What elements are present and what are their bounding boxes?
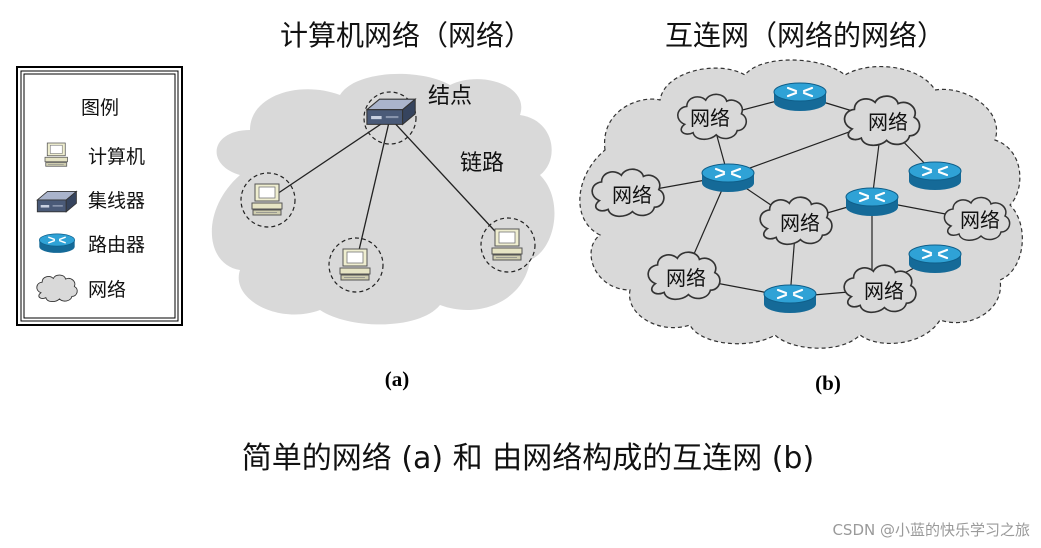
- network-label: 网络: [612, 183, 652, 207]
- legend-label-router: 路由器: [88, 234, 145, 256]
- legend-router-icon: [38, 233, 76, 254]
- network-label: 网络: [868, 110, 908, 134]
- diagram-a-node-label: 结点: [428, 84, 472, 109]
- watermark: CSDN @小蓝的快乐学习之旅: [832, 521, 1030, 539]
- legend-hub-icon: [36, 190, 77, 213]
- legend-label-computer: 计算机: [88, 146, 145, 168]
- diagram-a-computer-icon-1: [251, 183, 283, 216]
- diagram-b-title: 互连网（网络的网络）: [665, 19, 945, 52]
- figure-caption: 简单的网络 (a) 和 由网络构成的互连网 (b): [242, 441, 814, 476]
- legend-label-hub: 集线器: [88, 190, 145, 212]
- router-icon: [907, 160, 963, 192]
- diagram-a-title: 计算机网络（网络）: [280, 19, 532, 52]
- diagram-a-computer-icon-3: [491, 228, 523, 261]
- router-icon: [844, 186, 900, 218]
- network-label: 网络: [960, 208, 1000, 232]
- diagram-b: 网络 网络 网络 网络 网络 网络 网络 (b): [579, 59, 1023, 395]
- network-label: 网络: [666, 266, 706, 290]
- diagram-a-link-label: 链路: [460, 151, 504, 176]
- network-label: 网络: [864, 279, 904, 303]
- diagram-a: 结点 链路 (a): [211, 73, 555, 391]
- router-icon: [700, 162, 756, 194]
- router-icon: [907, 243, 963, 275]
- diagram-b-caption: (b): [815, 371, 841, 395]
- network-label: 网络: [690, 106, 730, 130]
- diagram-a-caption: (a): [385, 367, 410, 391]
- diagram-a-links: [267, 117, 507, 264]
- diagram-a-computer-icon-2: [339, 248, 371, 281]
- legend-label-network: 网络: [88, 279, 126, 301]
- diagram-a-node-circles: [240, 91, 536, 293]
- router-icon: [772, 81, 828, 113]
- legend: 图例 计算机 集线器 路由器 网络: [16, 66, 183, 326]
- legend-title: 图例: [81, 97, 119, 119]
- router-icon: [762, 283, 818, 315]
- legend-network-cloud-icon: [36, 274, 78, 303]
- diagram-a-hub-icon: [366, 98, 416, 125]
- network-label: 网络: [780, 211, 820, 235]
- diagram-b-network-labels: 网络 网络 网络 网络 网络 网络 网络: [612, 106, 1000, 303]
- legend-computer-icon: [44, 142, 68, 167]
- diagram-a-cloud: [211, 73, 555, 325]
